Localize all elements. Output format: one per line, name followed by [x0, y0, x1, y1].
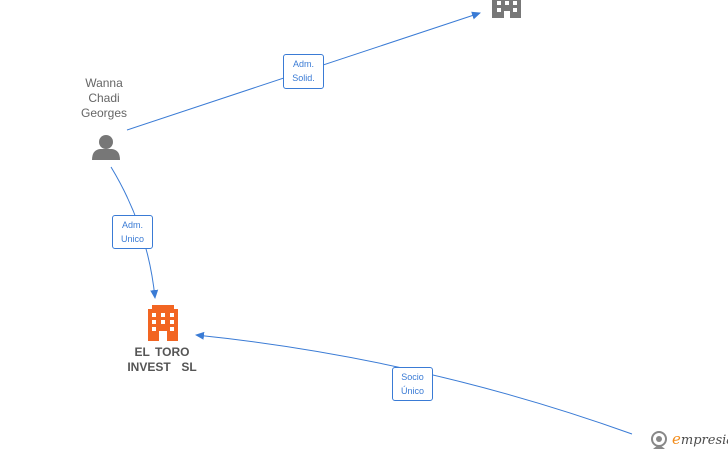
edge-label-adm-solid: Adm. Solid. — [283, 54, 324, 89]
brand-wordmark: empresia — [672, 430, 728, 448]
edge-label-line: Solid. — [292, 73, 315, 83]
building-icon[interactable] — [148, 305, 178, 341]
edge-label-adm-unico: Adm. Unico — [112, 215, 153, 249]
edge-label-line: Unico — [120, 234, 144, 244]
company-name-line: INVEST SL — [127, 360, 197, 374]
company-name[interactable]: EL TORO INVEST SL — [110, 345, 214, 375]
building-icon[interactable] — [492, 0, 521, 18]
brand-initial: e — [672, 430, 681, 448]
company-name-line: EL TORO — [134, 345, 190, 359]
edge-label-line: Único — [400, 386, 424, 396]
edge-label-line: Adm. — [292, 59, 314, 69]
person-name-line: Chadi — [88, 91, 120, 105]
person-name[interactable]: Wanna Chadi Georges — [64, 76, 144, 121]
brand-logo-icon — [651, 431, 667, 449]
person-icon[interactable] — [92, 135, 120, 160]
person-name-line: Georges — [80, 106, 128, 120]
person-name-line: Wanna — [85, 76, 123, 90]
edge-label-line: Adm. — [121, 220, 143, 230]
edge-label-line: Socio — [401, 372, 424, 382]
edge-label-socio-unico: Socio Único — [392, 367, 433, 401]
brand-rest: mpresia — [680, 433, 728, 448]
brand-logo: empresia — [650, 428, 728, 450]
